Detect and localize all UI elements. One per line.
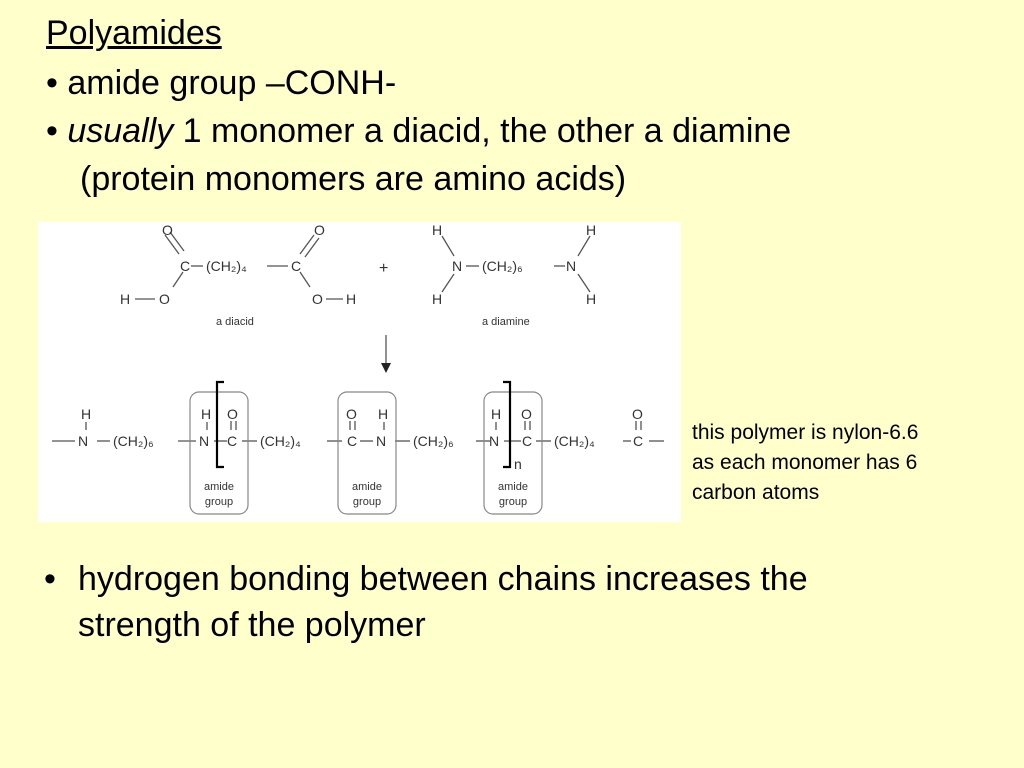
atom-h: H: [586, 291, 596, 307]
atom-h: H: [432, 291, 442, 307]
amide-box-label: group: [205, 496, 233, 508]
product-chain-ch2-6: (CH₂)₆: [113, 433, 154, 449]
reaction-arrow-icon: [381, 363, 391, 373]
atom-n: N: [376, 433, 386, 449]
bullet-marker: •: [46, 64, 58, 102]
atom-n: N: [566, 258, 576, 274]
note-line: as each monomer has 6: [692, 451, 918, 474]
bullet-monomers: • usually 1 monomer a diacid, the other …: [46, 112, 791, 151]
atom-o: O: [227, 406, 238, 422]
amide-group-box: [189, 391, 249, 515]
note-line: this polymer is nylon-6.6: [692, 421, 919, 444]
atom-n: N: [199, 433, 209, 449]
atom-c: C: [180, 258, 190, 274]
atom-h: H: [120, 291, 130, 307]
atom-o: O: [521, 406, 532, 422]
amide-box-label: amide: [498, 481, 528, 493]
atom-c: C: [633, 433, 643, 449]
atom-o: O: [312, 291, 323, 307]
amide-group-box: [483, 391, 543, 515]
product-chain-ch2-4: (CH₂)₄: [260, 433, 301, 449]
diacid-label: a diacid: [216, 316, 254, 328]
amide-group-box: [337, 391, 397, 515]
atom-n: N: [78, 433, 88, 449]
bullet-text: hydrogen bonding between chains increase…: [78, 556, 808, 648]
bullet-amide-group: • amide group –CONH-: [46, 64, 396, 103]
slide-title: Polyamides: [46, 14, 222, 52]
atom-h: H: [586, 222, 596, 238]
repeat-bracket-left: [215, 380, 224, 469]
bullet-marker: •: [46, 112, 58, 150]
reaction-scheme: O C (CH₂)₄ C O H O O H + H N (CH₂)₆ N H …: [52, 222, 664, 515]
diamine-label: a diamine: [482, 316, 530, 328]
amide-box-label: amide: [204, 481, 234, 493]
polymerization-diagram: O C (CH₂)₄ C O H O O H + H N (CH₂)₆ N H …: [38, 222, 681, 522]
repeat-bracket-right: [503, 380, 512, 469]
bullet-line: hydrogen bonding between chains increase…: [78, 560, 808, 598]
atom-c: C: [291, 258, 301, 274]
bullet-text: 1 monomer a diacid, the other a diamine: [173, 112, 792, 150]
atom-h: H: [81, 406, 91, 422]
atom-h: H: [346, 291, 356, 307]
product-chain-ch2-6: (CH₂)₆: [413, 433, 454, 449]
diacid-chain: (CH₂)₄: [206, 258, 247, 274]
atom-h: H: [378, 406, 388, 422]
bullet-marker: •: [44, 560, 56, 598]
amide-box-label: amide: [352, 481, 382, 493]
note-line: carbon atoms: [692, 481, 820, 504]
bullet-continuation: (protein monomers are amino acids): [80, 160, 627, 198]
atom-c: C: [227, 433, 237, 449]
atom-o: O: [314, 222, 325, 238]
plus-sign: +: [379, 260, 388, 277]
atom-h: H: [201, 406, 211, 422]
amide-box-label: group: [499, 496, 527, 508]
atom-n: N: [489, 433, 499, 449]
diamine-chain: (CH₂)₆: [482, 258, 523, 274]
atom-o: O: [346, 406, 357, 422]
atom-c: C: [522, 433, 532, 449]
atom-h: H: [491, 406, 501, 422]
repeat-subscript-n: n: [514, 456, 522, 472]
atom-o: O: [632, 406, 643, 422]
bullet-text: amide group –CONH-: [67, 64, 397, 102]
atom-n: N: [452, 258, 462, 274]
atom-c: C: [347, 433, 357, 449]
atom-o: O: [162, 222, 173, 238]
amide-box-label: group: [353, 496, 381, 508]
bullet-line: strength of the polymer: [78, 606, 426, 644]
atom-h: H: [432, 222, 442, 238]
product-chain-ch2-4: (CH₂)₄: [554, 433, 595, 449]
nylon-note: this polymer is nylon-6.6 as each monome…: [692, 418, 918, 508]
atom-o: O: [159, 291, 170, 307]
bullet-emphasis: usually: [67, 112, 174, 150]
